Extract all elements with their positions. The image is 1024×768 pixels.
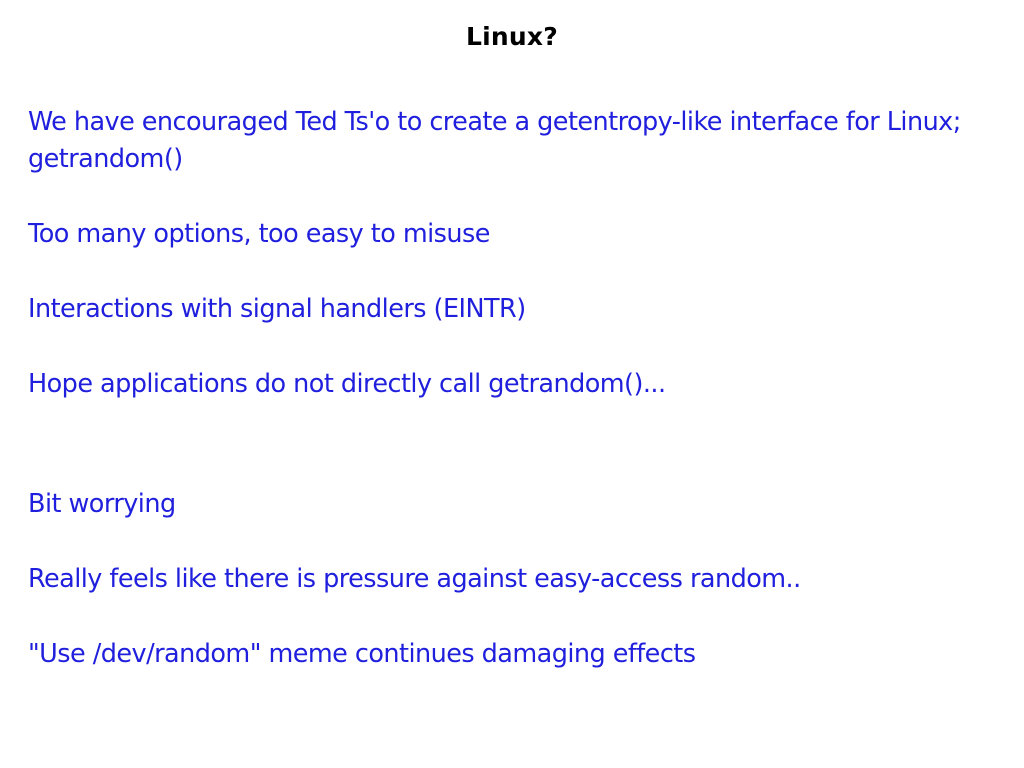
slide-title: Linux? — [466, 22, 558, 51]
slide-paragraph-too-many-options: Too many options, too easy to misuse — [28, 219, 490, 249]
slide-paragraph-getentropy-like-interface: We have encouraged Ted Ts'o to create a … — [28, 107, 969, 174]
slide-paragraph-signal-handlers: Interactions with signal handlers (EINTR… — [28, 294, 526, 324]
slide-paragraph-bit-worrying: Bit worrying — [28, 489, 176, 519]
slide-body: We have encouraged Ted Ts'o to create a … — [28, 104, 996, 673]
slide-paragraph-hope-applications: Hope applications do not directly call g… — [28, 369, 666, 399]
slide-paragraph-dev-random-meme: "Use /dev/random" meme continues damagin… — [28, 639, 696, 669]
slide-paragraph-pressure-against-random: Really feels like there is pressure agai… — [28, 564, 801, 594]
